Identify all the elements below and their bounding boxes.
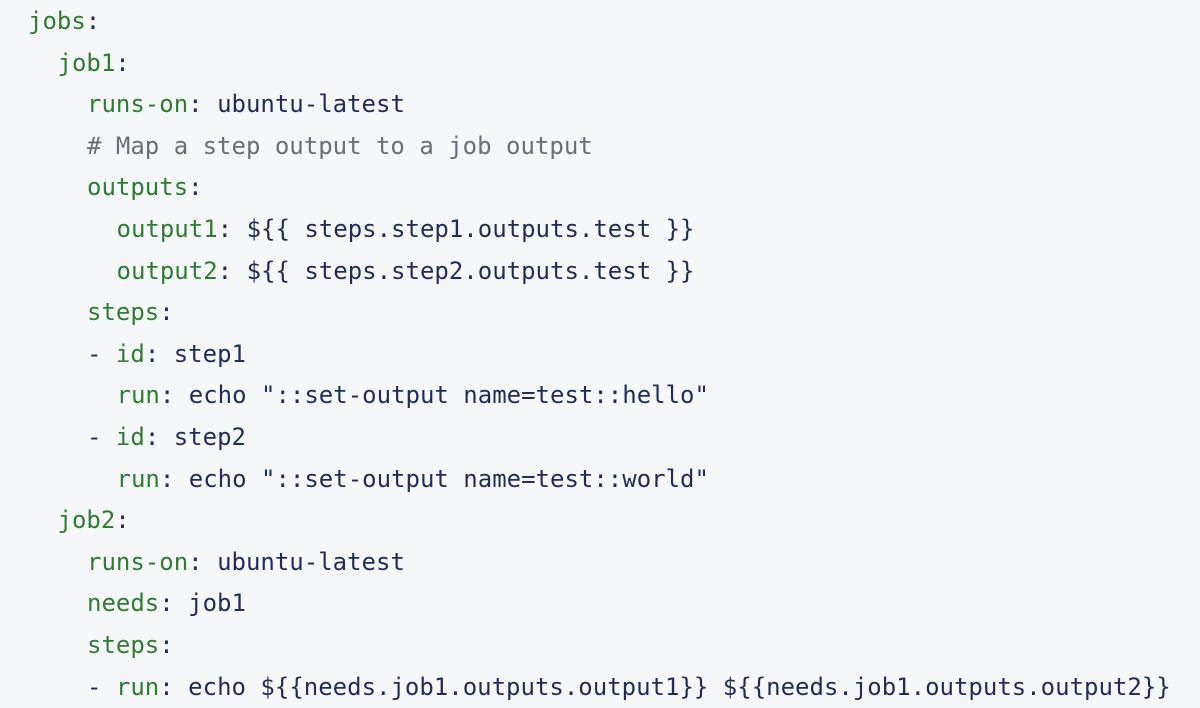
code-line: needs: job1 [87, 582, 246, 624]
yaml-value: echo "::set-output name=test::hello" [188, 381, 709, 410]
code-line: runs-on: ubuntu-latest [87, 541, 405, 583]
yaml-punctuation: : [188, 173, 203, 202]
yaml-key: id [115, 423, 145, 451]
yaml-comment: # Map a step output to a job output [87, 131, 593, 160]
code-line: steps: [87, 624, 174, 666]
yaml-key: steps [87, 631, 160, 659]
yaml-punctuation: : [159, 298, 174, 327]
code-line: - id: step1 [87, 333, 246, 375]
yaml-key: id [115, 339, 145, 368]
yaml-key: runs-on [87, 90, 189, 119]
yaml-value: ${{ steps.step1.outputs.test }} [246, 215, 695, 243]
yaml-key: job2 [57, 506, 116, 535]
code-line: run: echo "::set-output name=test::hello… [117, 374, 709, 416]
yaml-value: job1 [188, 589, 246, 618]
yaml-punctuation: : [159, 381, 189, 410]
code-line: - id: step2 [87, 416, 246, 458]
code-line: runs-on: ubuntu-latest [87, 83, 405, 125]
yaml-punctuation: - [87, 339, 116, 368]
yaml-key: outputs [87, 173, 189, 202]
yaml-punctuation: : [144, 423, 174, 451]
code-line: steps: [87, 291, 174, 333]
yaml-value: ubuntu-latest [217, 90, 405, 119]
code-line: - run: echo ${{needs.job1.outputs.output… [87, 666, 1171, 708]
yaml-punctuation: : [217, 256, 247, 285]
yaml-key: job1 [57, 48, 116, 77]
yaml-punctuation: : [188, 90, 218, 119]
yaml-value: echo "::set-output name=test::world" [188, 464, 709, 493]
code-line: outputs: [87, 166, 203, 208]
yaml-key: runs-on [87, 547, 189, 576]
yaml-value: step2 [173, 423, 246, 451]
code-line: output1: ${{ steps.step1.outputs.test }} [117, 208, 695, 250]
yaml-punctuation: : [159, 631, 174, 659]
code-line: job1: [58, 42, 130, 84]
yaml-value: ${{ steps.step2.outputs.test }} [246, 256, 695, 285]
yaml-punctuation: : [144, 339, 174, 368]
code-line: jobs: [28, 0, 100, 42]
yaml-punctuation: : [159, 589, 189, 618]
yaml-punctuation: : [159, 672, 189, 701]
code-line: run: echo "::set-output name=test::world… [117, 458, 709, 500]
yaml-key: jobs [28, 7, 86, 35]
yaml-punctuation: - [87, 672, 116, 701]
yaml-punctuation: : [159, 464, 189, 493]
code-line: output2: ${{ steps.step2.outputs.test }} [117, 250, 695, 292]
yaml-punctuation: - [87, 423, 116, 451]
yaml-punctuation: : [85, 7, 101, 35]
yaml-punctuation: : [217, 215, 247, 243]
yaml-key: needs [87, 589, 160, 618]
yaml-punctuation: : [115, 48, 130, 77]
yaml-punctuation: : [188, 547, 218, 576]
yaml-value: ubuntu-latest [217, 547, 405, 576]
yaml-key: steps [87, 298, 160, 327]
yaml-key: output1 [116, 215, 218, 243]
yaml-key: run [116, 381, 160, 410]
yaml-key: run [115, 672, 160, 701]
yaml-value: step1 [173, 339, 246, 368]
yaml-key: run [116, 464, 160, 493]
code-line: # Map a step output to a job output [87, 125, 593, 167]
code-line: job2: [58, 499, 130, 541]
yaml-value: echo ${{needs.job1.outputs.output1}} ${{… [188, 672, 1171, 701]
yaml-punctuation: : [115, 506, 130, 535]
yaml-key: output2 [116, 256, 218, 285]
